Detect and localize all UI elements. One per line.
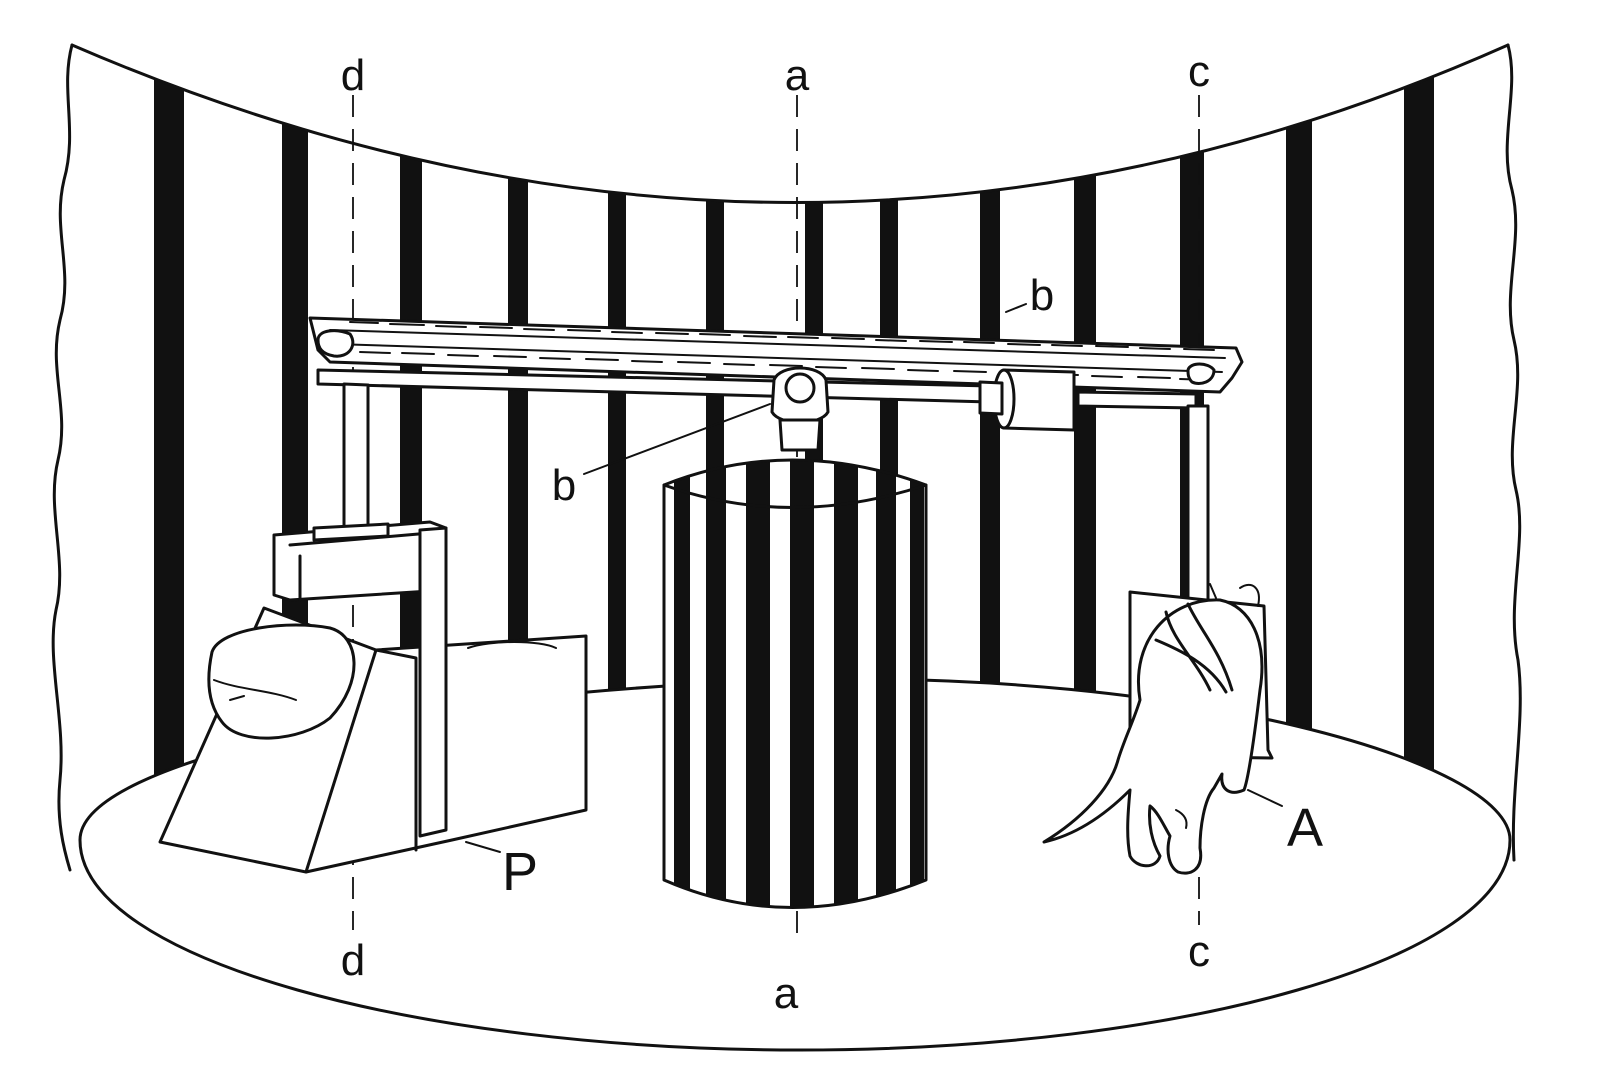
drum-top-rim bbox=[70, 43, 1510, 204]
label-P: P bbox=[502, 842, 538, 902]
drum-left-edge bbox=[51, 43, 74, 872]
label-b-left: b bbox=[552, 461, 576, 510]
label-c-top: c bbox=[1188, 47, 1210, 96]
leader-b-bottom bbox=[583, 403, 771, 475]
label-b-top: b bbox=[1030, 271, 1054, 320]
cylinder-stripe bbox=[746, 460, 770, 908]
cylinder-stripe bbox=[674, 460, 690, 908]
label-d-top: d bbox=[341, 51, 365, 100]
apparatus-box-P bbox=[158, 520, 588, 874]
drum-stripe bbox=[1074, 45, 1096, 740]
pivot-bearing bbox=[770, 366, 830, 452]
label-a-bottom: a bbox=[774, 969, 799, 1018]
label-d-bottom: d bbox=[341, 936, 365, 985]
cylinder-stripe bbox=[706, 460, 726, 908]
drum-stripe bbox=[154, 45, 184, 800]
cylinder-stripe bbox=[834, 460, 858, 908]
label-c-bottom: c bbox=[1188, 927, 1210, 976]
cylinder-stripe bbox=[876, 460, 896, 908]
right-pillar bbox=[1186, 404, 1210, 602]
drum-stripe bbox=[508, 45, 528, 740]
label-A: A bbox=[1287, 798, 1323, 858]
cylinder-stripe bbox=[790, 460, 814, 908]
central-cylinder bbox=[662, 458, 928, 909]
leader-P bbox=[465, 841, 501, 853]
cylinder-stripe bbox=[910, 460, 924, 908]
rod-right-segment bbox=[1076, 390, 1198, 410]
left-pillar bbox=[342, 382, 370, 542]
leader-A bbox=[1247, 789, 1283, 807]
leader-b-top bbox=[1005, 303, 1027, 313]
drum-right-edge bbox=[1505, 43, 1522, 862]
animal-A bbox=[1042, 583, 1274, 875]
counterweight bbox=[978, 368, 1076, 432]
drum-stripe bbox=[1286, 45, 1312, 780]
drum-stripe bbox=[1404, 45, 1434, 820]
label-a-top: a bbox=[785, 51, 810, 100]
